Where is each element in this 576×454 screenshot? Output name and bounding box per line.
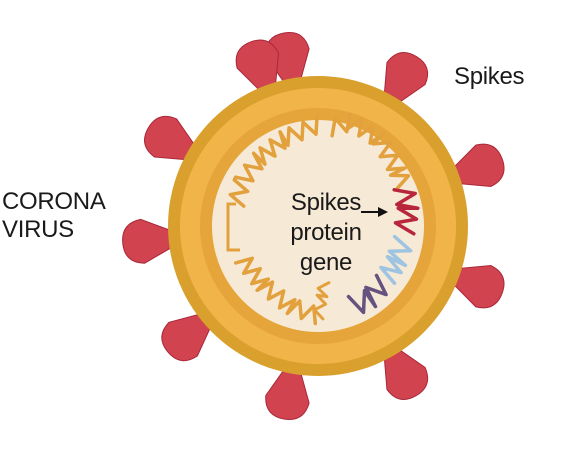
corona-virus-label-line2: VIRUS	[2, 216, 74, 243]
spike-7	[161, 311, 215, 362]
corona-virus-label-line1: CORONA	[2, 188, 106, 215]
spike-5	[383, 344, 429, 400]
corona-virus-label: CORONA VIRUS	[2, 188, 106, 244]
spike-gene-coil	[392, 188, 420, 236]
rna-loop	[226, 202, 240, 252]
gene-label-line1: Spikes	[290, 189, 362, 216]
spike-proteins	[122, 31, 505, 421]
rna-strand-left	[228, 114, 319, 208]
spike-10	[235, 39, 279, 97]
rna-strand-bottom	[233, 256, 318, 326]
gene-coil-purple	[346, 273, 388, 315]
spike-4	[447, 265, 505, 309]
gene-arrow	[361, 207, 388, 217]
gene-label-line2: protein	[290, 219, 362, 246]
gene-coil-blue	[379, 234, 413, 286]
rna-genome	[226, 112, 420, 326]
rna-strand-tail	[312, 281, 331, 321]
spike-6	[265, 362, 310, 421]
spikes-label: Spikes	[454, 63, 525, 90]
spike-3	[447, 143, 505, 187]
spike-9	[144, 115, 200, 161]
rna-strand-top	[330, 112, 411, 191]
spike-8	[122, 218, 180, 264]
spikes-protein-gene-label: Spikes protein gene	[276, 188, 376, 278]
gene-label-line3: gene	[299, 249, 353, 276]
spike-2	[383, 52, 429, 108]
